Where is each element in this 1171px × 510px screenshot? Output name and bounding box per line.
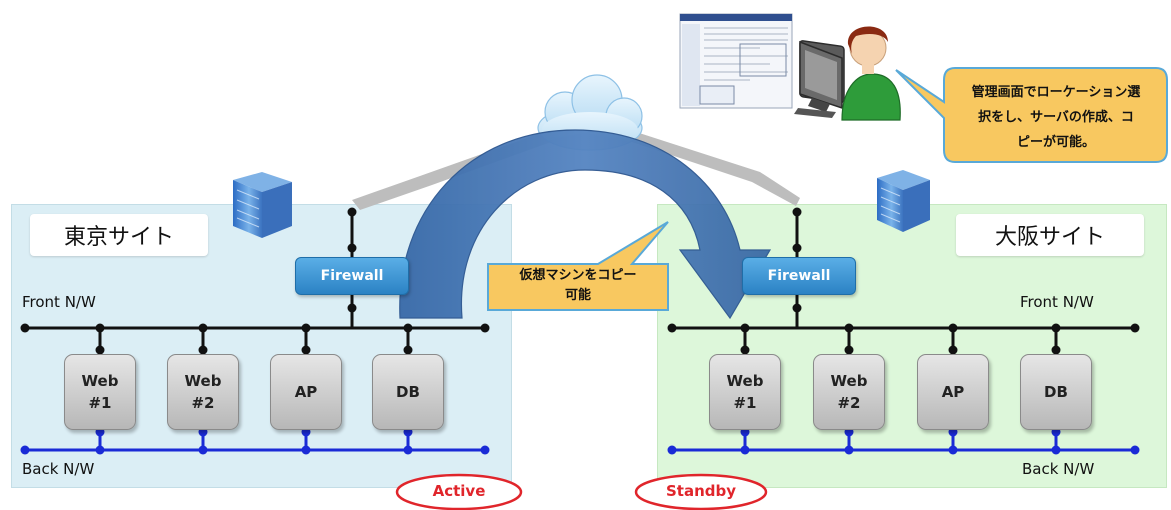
admin-callout-text: 管理画面でローケーション選 択をし、サーバの作成、コ ピーが可能。 <box>971 85 1141 150</box>
osaka-db-server: DB <box>1020 354 1092 430</box>
osaka-front-nw-label: Front N/W <box>1020 293 1094 311</box>
admin-callout-bubble <box>895 67 1168 163</box>
admin-user-icon <box>841 26 901 121</box>
osaka-network <box>667 207 1140 455</box>
monitor-icon <box>794 40 845 118</box>
wan-link-right <box>626 130 800 206</box>
osaka-site-label: 大阪サイト <box>956 214 1144 256</box>
osaka-web2-server: Web#2 <box>813 354 885 430</box>
building-icon <box>233 172 292 238</box>
building-icon <box>877 170 930 232</box>
osaka-ap-server: AP <box>917 354 989 430</box>
copy-callout-bubble <box>487 221 669 311</box>
tokyo-site-label: 東京サイト <box>30 214 208 256</box>
osaka-web1-server: Web#1 <box>709 354 781 430</box>
tokyo-network <box>20 207 490 455</box>
standby-status-label: Standby <box>665 482 737 500</box>
tokyo-front-nw-label: Front N/W <box>22 293 96 311</box>
tokyo-web2-server: Web#2 <box>167 354 239 430</box>
copy-callout-text: 仮想マシンをコピー 可能 <box>519 268 637 303</box>
osaka-back-nw-label: Back N/W <box>1022 460 1095 478</box>
management-screen-icon <box>679 13 793 109</box>
osaka-firewall: Firewall <box>742 257 856 295</box>
tokyo-firewall: Firewall <box>295 257 409 295</box>
standby-status-ellipse <box>634 473 768 510</box>
active-status-ellipse <box>395 473 523 510</box>
tokyo-back-nw-label: Back N/W <box>22 460 95 478</box>
active-status-label: Active <box>432 482 486 500</box>
tokyo-ap-server: AP <box>270 354 342 430</box>
copy-arrow <box>399 129 772 320</box>
tokyo-web1-server: Web#1 <box>64 354 136 430</box>
tokyo-db-server: DB <box>372 354 444 430</box>
